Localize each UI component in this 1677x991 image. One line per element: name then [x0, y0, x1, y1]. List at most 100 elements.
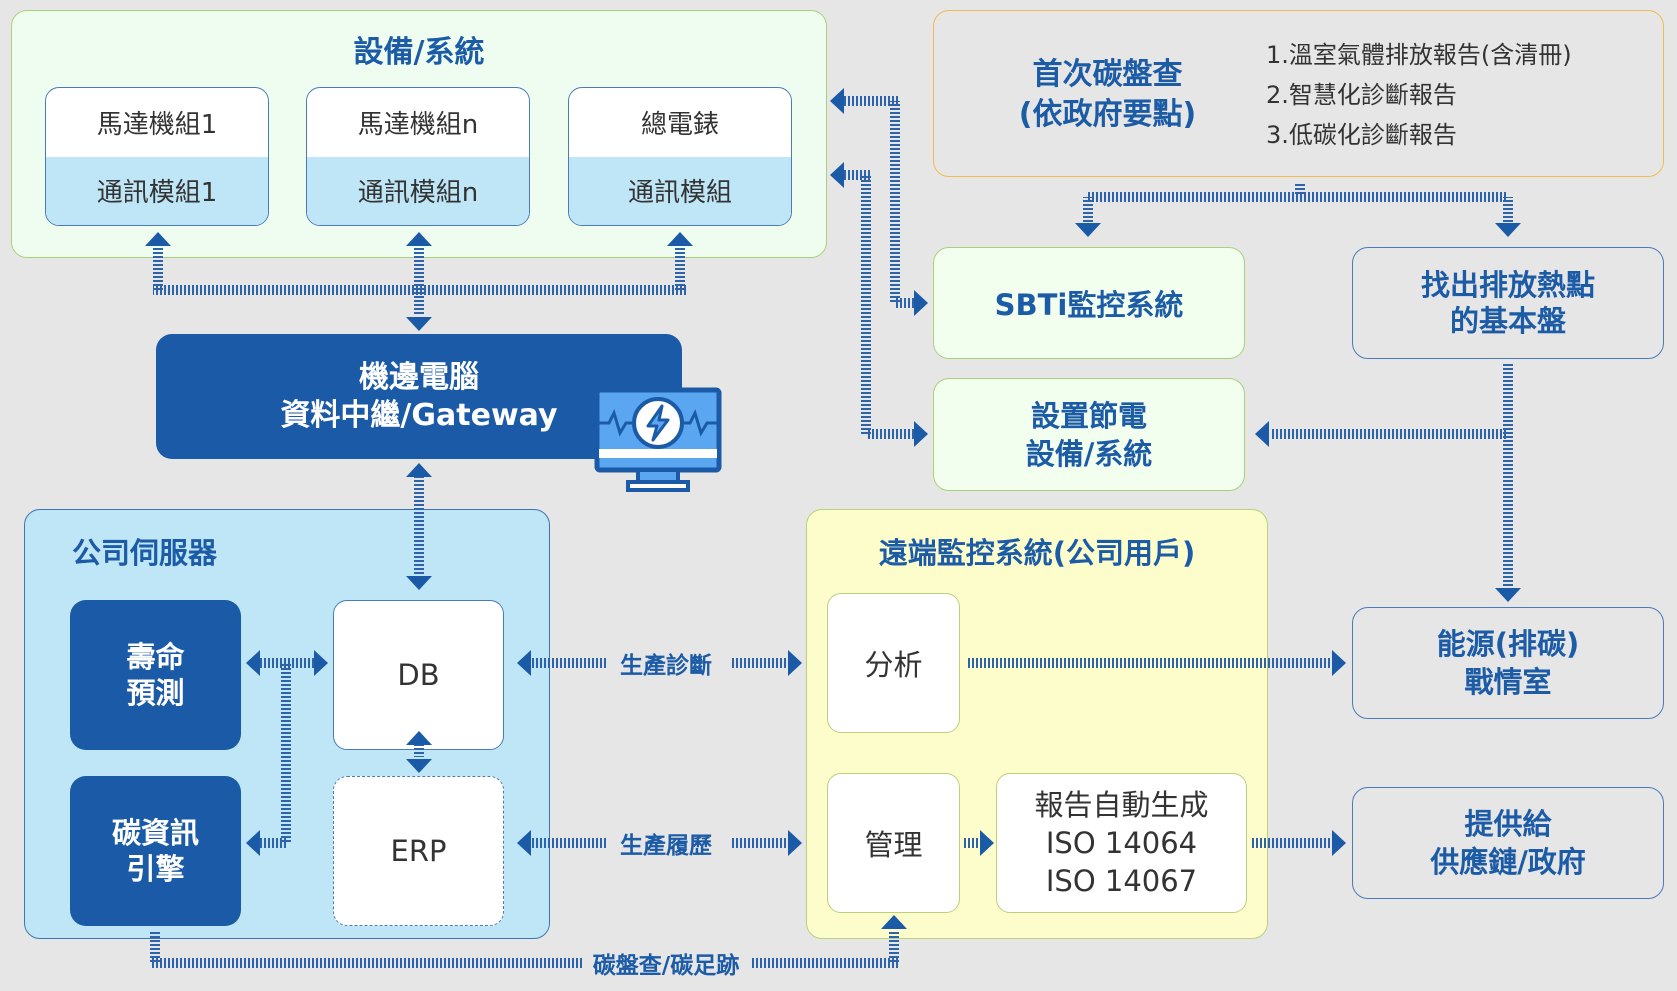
- life-prediction-box[interactable]: 壽命 預測: [70, 600, 241, 750]
- management-label: 管理: [864, 828, 923, 862]
- device-name: 馬達機組1: [96, 109, 218, 140]
- arrowhead-icon: [788, 650, 802, 676]
- arrowhead-icon: [406, 759, 432, 773]
- arrowhead-icon: [406, 463, 432, 477]
- carbon-engine-line2: 引擎: [126, 852, 185, 886]
- connector-line: [531, 658, 606, 668]
- energy-saving-box[interactable]: 設置節電 設備/系統: [933, 378, 1245, 491]
- connector-line: [281, 663, 291, 843]
- arrowhead-icon: [914, 290, 928, 316]
- connector-line: [1295, 182, 1305, 195]
- analysis-box[interactable]: 分析: [827, 593, 960, 733]
- arrowhead-icon: [517, 650, 531, 676]
- auto-report-line2: ISO 14064: [1045, 826, 1198, 860]
- connector-line: [260, 838, 286, 848]
- war-room-line1: 能源(排碳): [1436, 627, 1580, 661]
- connector-line: [414, 745, 424, 757]
- db-label: DB: [397, 658, 440, 692]
- arrowhead-icon: [406, 731, 432, 745]
- arrowhead-icon: [1332, 650, 1346, 676]
- connector-line: [1270, 429, 1508, 439]
- arrowhead-icon: [314, 650, 328, 676]
- connector-line: [895, 298, 914, 308]
- arrowhead-icon: [406, 576, 432, 590]
- arrowhead-icon: [406, 317, 432, 331]
- equipment-group-title: 設備/系統: [353, 35, 485, 70]
- flow-label-production-diagnosis: 生產診斷: [610, 646, 722, 680]
- connector-line: [861, 175, 871, 434]
- auto-report-line1: 報告自動生成: [1034, 788, 1209, 822]
- connector-line: [1252, 838, 1332, 848]
- gateway-line2: 資料中繼/Gateway: [280, 397, 558, 433]
- arrowhead-icon: [1495, 223, 1521, 237]
- connector-line: [414, 246, 424, 290]
- arrowhead-icon: [788, 830, 802, 856]
- arrowhead-icon: [667, 232, 693, 246]
- supply-chain-box[interactable]: 提供給 供應鏈/政府: [1352, 787, 1664, 899]
- connector-line: [150, 958, 585, 968]
- first-inventory-title-line2: (依政府要點): [1018, 97, 1197, 132]
- sbti-label: SBTi監控系統: [994, 288, 1184, 322]
- comm-module: 通訊模組n: [307, 156, 529, 225]
- energy-saving-line2: 設備/系統: [1025, 436, 1153, 471]
- device-motor-n[interactable]: 馬達機組n 通訊模組n: [306, 87, 530, 226]
- report-item: 2.智慧化診斷報告: [1266, 81, 1457, 109]
- sbti-monitoring-box[interactable]: SBTi監控系統: [933, 247, 1245, 359]
- connector-line: [414, 290, 424, 316]
- device-main-meter[interactable]: 總電錶 通訊模組: [568, 87, 792, 226]
- connector-line: [844, 96, 898, 106]
- connector-line: [531, 838, 606, 848]
- life-prediction-line2: 預測: [126, 676, 185, 710]
- connector-line: [1088, 192, 1508, 202]
- connector-line: [968, 658, 1332, 668]
- supply-chain-line1: 提供給: [1464, 807, 1552, 841]
- device-motor-1[interactable]: 馬達機組1 通訊模組1: [45, 87, 269, 226]
- war-room-box[interactable]: 能源(排碳) 戰情室: [1352, 607, 1664, 719]
- connector-line: [844, 170, 870, 180]
- arrowhead-icon: [830, 88, 844, 114]
- analysis-label: 分析: [864, 648, 923, 682]
- connector-line: [962, 838, 982, 848]
- remote-monitoring-title: 遠端監控系統(公司用戶): [878, 536, 1196, 570]
- arrowhead-icon: [1332, 830, 1346, 856]
- connector-line: [150, 930, 160, 963]
- monitor-lightning-icon: [594, 387, 722, 492]
- flow-label-carbon-footprint: 碳盤查/碳足跡: [582, 946, 750, 980]
- auto-report-box[interactable]: 報告自動生成 ISO 14064 ISO 14067: [996, 773, 1247, 913]
- first-inventory-title: 首次碳盤查 (依政府要點): [990, 40, 1225, 150]
- arrowhead-icon: [145, 232, 171, 246]
- erp-box[interactable]: ERP: [333, 776, 504, 926]
- comm-module: 通訊模組1: [46, 156, 268, 225]
- arrowhead-icon: [246, 650, 260, 676]
- arrowhead-icon: [406, 232, 432, 246]
- connector-line: [889, 930, 899, 963]
- arrowhead-icon: [517, 830, 531, 856]
- report-item: 1.溫室氣體排放報告(含清冊): [1266, 41, 1572, 69]
- connector-line: [1083, 197, 1093, 222]
- device-name: 馬達機組n: [357, 109, 479, 140]
- connector-line: [675, 246, 685, 290]
- management-box[interactable]: 管理: [827, 773, 960, 913]
- connector-line: [730, 838, 788, 848]
- life-prediction-line1: 壽命: [126, 640, 185, 674]
- hotspot-line2: 的基本盤: [1449, 304, 1566, 338]
- comm-module: 通訊模組: [569, 156, 791, 225]
- connector-line: [890, 101, 900, 303]
- gateway-line1: 機邊電腦: [359, 359, 479, 395]
- device-name: 總電錶: [640, 109, 719, 140]
- auto-report-line3: ISO 14067: [1045, 864, 1198, 898]
- arrowhead-icon: [830, 162, 844, 188]
- arrowhead-icon: [246, 830, 260, 856]
- report-list: 1.溫室氣體排放報告(含清冊) 2.智慧化診斷報告 3.低碳化診斷報告: [1266, 35, 1656, 155]
- first-inventory-box: [933, 10, 1664, 177]
- energy-saving-line1: 設置節電: [1030, 398, 1147, 433]
- gateway-box[interactable]: 機邊電腦 資料中繼/Gateway: [156, 334, 682, 459]
- hotspot-box[interactable]: 找出排放熱點 的基本盤: [1352, 247, 1664, 359]
- report-item: 3.低碳化診斷報告: [1266, 121, 1457, 149]
- hotspot-line1: 找出排放熱點: [1420, 268, 1595, 302]
- arrowhead-icon: [1495, 588, 1521, 602]
- first-inventory-title-line1: 首次碳盤查: [1032, 57, 1183, 92]
- connector-line: [1503, 197, 1513, 222]
- carbon-engine-box[interactable]: 碳資訊 引擎: [70, 776, 241, 926]
